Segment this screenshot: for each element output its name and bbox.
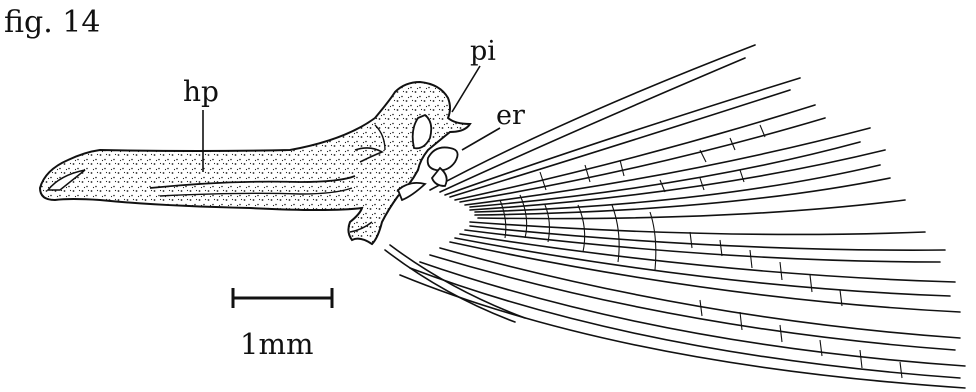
- pi-leader: [452, 66, 480, 112]
- er-leader: [462, 128, 500, 150]
- scale-bar: [233, 288, 332, 308]
- label-hp: hp: [183, 78, 219, 106]
- label-pi: pi: [470, 38, 496, 65]
- scale-bar-label: 1mm: [240, 330, 313, 359]
- fin-rays: [385, 45, 965, 388]
- label-er: er: [496, 102, 525, 129]
- figure-title: fig. 14: [4, 8, 100, 38]
- hypural-bone: [40, 82, 470, 244]
